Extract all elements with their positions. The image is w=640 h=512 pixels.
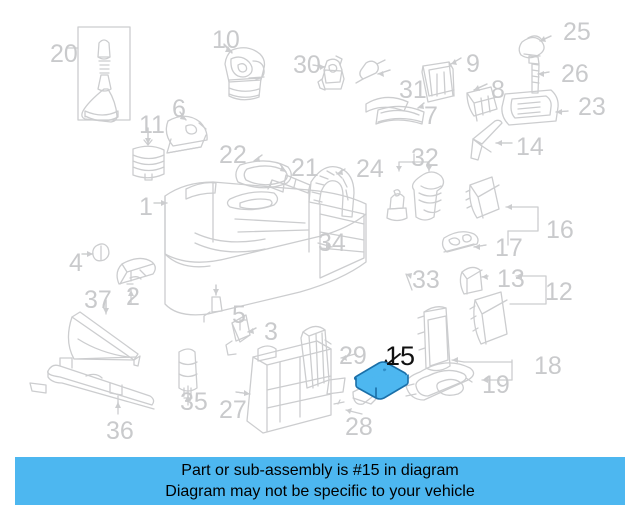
callout-number-7: 7 — [424, 102, 438, 130]
callout-number-4: 4 — [69, 249, 83, 277]
callout-number-12: 12 — [545, 278, 573, 306]
callout-number-5: 5 — [232, 301, 246, 329]
callout-number-21: 21 — [291, 154, 319, 182]
callout-number-25: 25 — [563, 18, 591, 46]
callout-number-6: 6 — [172, 95, 186, 123]
callout-number-22: 22 — [219, 141, 247, 169]
callout-number-19: 19 — [482, 371, 510, 399]
callout-number-10: 10 — [212, 26, 240, 54]
callout-number-27: 27 — [219, 396, 247, 424]
callout-number-20: 20 — [50, 40, 78, 68]
callout-number-23: 23 — [578, 93, 606, 121]
callout-number-15: 15 — [385, 341, 416, 371]
callout-number-26: 26 — [561, 60, 589, 88]
callout-number-31: 31 — [399, 76, 427, 104]
callout-number-2: 2 — [126, 283, 140, 311]
callout-number-16: 16 — [546, 216, 574, 244]
callout-number-1: 1 — [139, 193, 153, 221]
callout-number-13: 13 — [497, 265, 525, 293]
callout-number-35: 35 — [180, 388, 208, 416]
callout-number-24: 24 — [356, 155, 384, 183]
footer-line-1: Part or sub-assembly is #15 in diagram — [181, 462, 459, 479]
callout-number-14: 14 — [516, 133, 544, 161]
callout-number-33: 33 — [412, 266, 440, 294]
callout-number-11: 11 — [139, 111, 165, 139]
footer-line-2: Diagram may not be specific to your vehi… — [165, 483, 475, 500]
callout-number-18: 18 — [534, 352, 562, 380]
callout-number-8: 8 — [491, 76, 505, 104]
callout-number-29: 29 — [339, 342, 367, 370]
callout-number-32: 32 — [411, 144, 439, 172]
footer-banner: Part or sub-assembly is #15 in diagram D… — [15, 457, 625, 505]
callout-number-9: 9 — [466, 50, 480, 78]
callout-number-37: 37 — [84, 286, 112, 314]
callout-number-28: 28 — [345, 413, 373, 441]
callout-number-34: 34 — [318, 229, 346, 257]
callout-number-17: 17 — [495, 234, 523, 262]
callout-number-3: 3 — [264, 318, 278, 346]
callout-number-30: 30 — [293, 51, 321, 79]
callout-number-36: 36 — [106, 417, 134, 445]
